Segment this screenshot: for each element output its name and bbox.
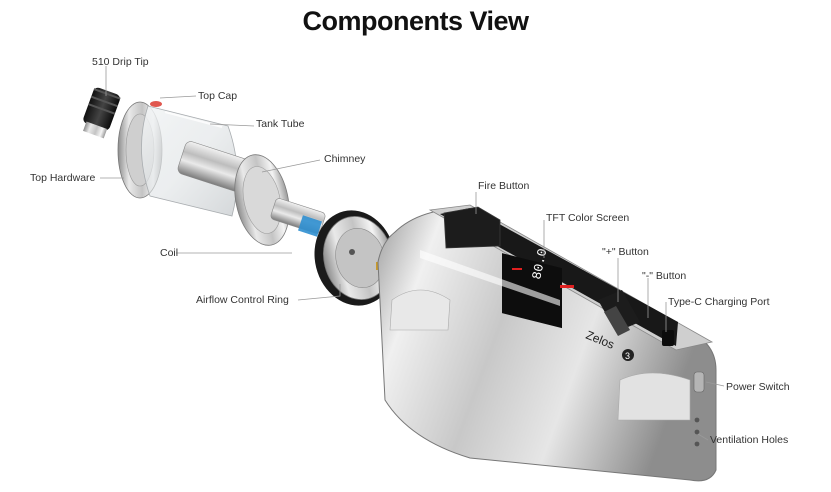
leader-lines: [100, 66, 725, 441]
brand-logo-number: 3: [625, 351, 630, 361]
label-tank-tube: Tank Tube: [256, 118, 305, 130]
screen-reading: 80.0: [529, 247, 550, 281]
label-minus-button: "-" Button: [642, 270, 687, 282]
drip-tip: [83, 87, 121, 139]
label-type-c-port: Type-C Charging Port: [668, 296, 770, 308]
airflow-control-ring: [314, 210, 396, 306]
label-tft-screen: TFT Color Screen: [546, 212, 630, 224]
coil: [270, 198, 326, 237]
tank-assembly: [83, 87, 396, 306]
label-coil: Coil: [160, 247, 179, 259]
label-top-cap: Top Cap: [198, 90, 238, 102]
label-fire-button: Fire Button: [478, 180, 530, 192]
label-ventilation-holes: Ventilation Holes: [710, 434, 789, 446]
label-airflow-ring: Airflow Control Ring: [196, 294, 289, 306]
label-chimney: Chimney: [324, 153, 366, 165]
label-top-hardware: Top Hardware: [30, 172, 96, 184]
mod-device: [377, 204, 717, 482]
fire-button-shape: [443, 206, 501, 249]
label-drip-tip: 510 Drip Tip: [92, 56, 149, 68]
label-power-switch: Power Switch: [726, 381, 790, 393]
label-plus-button: "+" Button: [602, 246, 649, 258]
diagram-title: Components View: [302, 6, 529, 36]
